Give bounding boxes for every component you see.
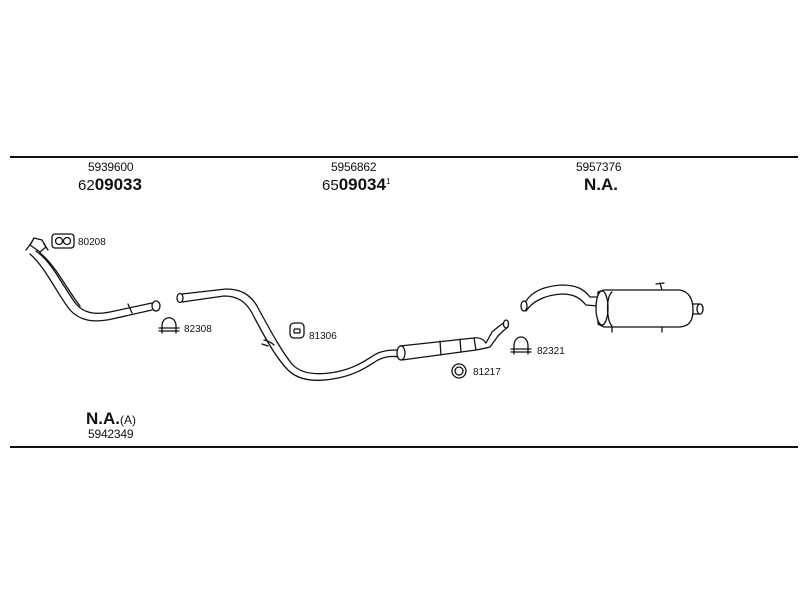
hanger-icon: [289, 322, 305, 339]
part-1-code: 6209033: [78, 175, 142, 195]
footer-part-ref: 5942349: [88, 427, 134, 441]
part-1-code-prefix: 62: [78, 177, 95, 194]
gasket-icon: [51, 233, 75, 249]
part-2-code-suffix: 1: [385, 177, 391, 186]
bottom-divider: [10, 446, 798, 448]
hanger-label: 81306: [309, 331, 337, 342]
rear-silencer: [520, 282, 704, 333]
footer-part-note: (A): [120, 413, 136, 427]
part-2-ref: 5956862: [331, 160, 377, 174]
clamp-rear-icon: [510, 336, 532, 355]
part-3-ref: 5957376: [576, 160, 622, 174]
clamp-front-icon: [158, 317, 180, 334]
footer-part-code: N.A.(A): [86, 409, 136, 429]
intermediate-pipe: [176, 288, 401, 381]
part-2-code-main: 09034: [338, 175, 386, 194]
ring-label: 81217: [473, 367, 501, 378]
ring-icon: [451, 363, 467, 379]
clamp-front-label: 82308: [184, 324, 212, 335]
part-1-code-main: 09033: [94, 175, 142, 194]
part-3-code: N.A.: [584, 175, 618, 195]
part-1-ref: 5939600: [88, 160, 134, 174]
top-divider: [10, 156, 798, 158]
part-2-code-prefix: 65: [322, 177, 339, 194]
gasket-label: 80208: [78, 237, 106, 248]
centre-silencer: [396, 319, 510, 361]
part-2-code: 65090341: [322, 175, 390, 195]
clamp-rear-label: 82321: [537, 346, 565, 357]
footer-part-code-main: N.A.: [86, 409, 120, 428]
part-3-code-main: N.A.: [584, 175, 618, 194]
front-downpipe: [25, 237, 161, 322]
